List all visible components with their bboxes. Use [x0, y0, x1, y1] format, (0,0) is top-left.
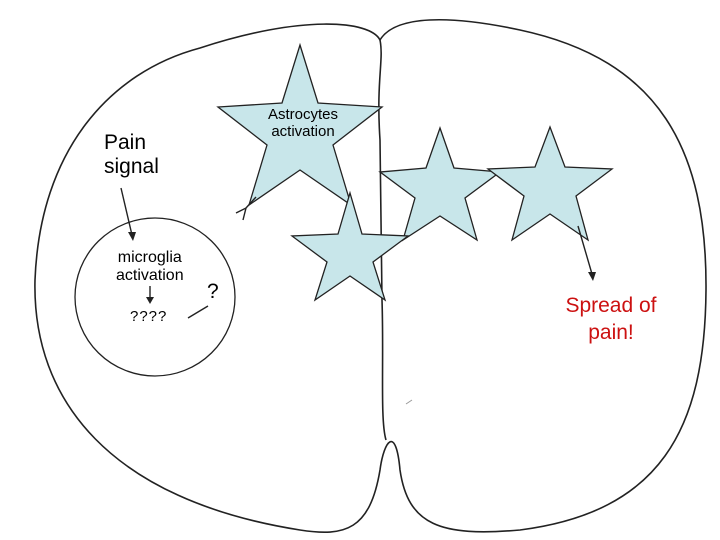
astrocyte-star-1 — [216, 42, 384, 207]
arrow-pain-to-microglia — [120, 187, 133, 236]
astrocytes-line1: Astrocytes — [267, 106, 339, 123]
astrocyte-star-4 — [290, 190, 410, 302]
astrocyte-hook-mark — [235, 196, 257, 221]
astrocyte-star-3 — [486, 125, 614, 242]
arrow-pain-to-microglia-head — [128, 232, 136, 241]
spread-line2: pain! — [588, 321, 634, 345]
small-mark — [405, 399, 413, 405]
pain-signal-label: Pain signal — [104, 131, 159, 178]
unknown-link-label: ? — [207, 280, 219, 303]
spinal-cord-outline — [34, 18, 707, 533]
midline-divider — [378, 39, 387, 441]
microglia-line1: microglia — [117, 249, 182, 266]
microglia-circle — [74, 217, 236, 377]
microglia-line2: activation — [116, 266, 184, 284]
arrow-unknown-link — [187, 305, 209, 319]
astrocytes-line2: activation — [271, 122, 335, 140]
arrow-star-to-spread-head — [588, 272, 596, 281]
astrocyte-star-2 — [378, 126, 502, 242]
pain-signal-line1: Pain — [104, 131, 147, 154]
microglia-label: microglia activation — [116, 249, 184, 285]
arrow-microglia-to-unknown-head — [146, 297, 154, 304]
astrocytes-label: Astrocytes activation — [263, 106, 343, 141]
spread-line1: Spread of — [565, 294, 657, 317]
spread-of-pain-label: Spread of pain! — [556, 292, 666, 347]
unknown-step-label: ???? — [130, 308, 168, 325]
pain-signal-line2: signal — [104, 154, 159, 178]
arrow-star-to-spread — [577, 225, 593, 275]
